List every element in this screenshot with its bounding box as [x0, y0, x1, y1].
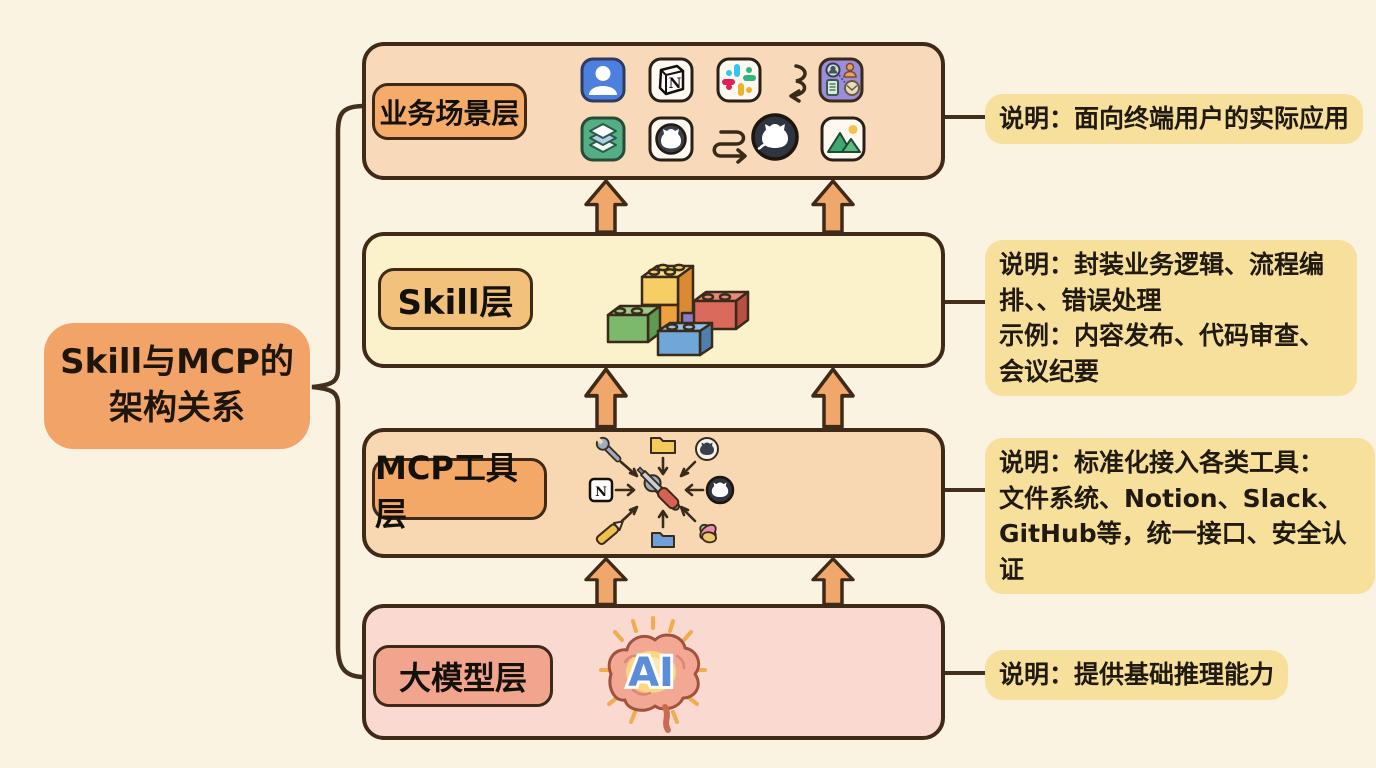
- user-icon: [580, 57, 626, 107]
- layer-business-label: 业务场景层: [372, 83, 527, 140]
- up-arrow: [811, 179, 855, 234]
- layer-llm-label: 大模型层: [373, 645, 553, 707]
- ai-brain-illustration: AI: [581, 612, 726, 742]
- slack-icon: [716, 57, 762, 107]
- brain-ai-text: AI: [628, 650, 674, 696]
- diagram-title-line2: 架构关系: [109, 388, 245, 428]
- brace-connector: [311, 103, 367, 680]
- diagram-title: Skill与MCP的 架构关系: [44, 323, 310, 449]
- layer-skill: Skill层: [362, 232, 945, 368]
- up-arrow: [811, 557, 855, 606]
- note-skill: 说明：封装业务逻辑、流程编排、、错误处理 示例：内容发布、代码审查、会议纪要: [985, 240, 1357, 396]
- svg-text:N: N: [669, 76, 682, 92]
- diagram-title-line1: Skill与MCP的: [60, 342, 294, 383]
- layer-llm: 大模型层: [362, 604, 945, 740]
- github-icon: [648, 116, 694, 166]
- up-arrow: [811, 367, 855, 429]
- up-arrow: [584, 557, 628, 606]
- up-arrow: [584, 179, 628, 234]
- image-icon: [820, 116, 866, 166]
- note-business: 说明：面向终端用户的实际应用: [985, 94, 1364, 144]
- team-workflow-icon: [818, 57, 864, 107]
- svg-text:N: N: [595, 485, 607, 500]
- note-mcp: 说明：标准化接入各类工具： 文件系统、Notion、Slack、GitHub等，…: [985, 438, 1375, 594]
- github-icon: [750, 112, 800, 166]
- layer-business: 业务场景层 N: [362, 42, 945, 180]
- layer-stack-icon: [580, 116, 626, 166]
- layer-mcp: MCP工具层: [362, 428, 945, 558]
- notion-icon: N: [648, 57, 694, 107]
- layer-skill-label: Skill层: [378, 268, 533, 330]
- curve-arrow-icon: [770, 61, 810, 109]
- lego-bricks-illustration: [600, 241, 750, 365]
- tools-hub-illustration: N: [581, 432, 741, 558]
- note-llm: 说明：提供基础推理能力: [985, 650, 1289, 700]
- layer-mcp-label: MCP工具层: [372, 449, 547, 533]
- loop-arrow-icon: [706, 124, 754, 168]
- up-arrow: [584, 367, 628, 429]
